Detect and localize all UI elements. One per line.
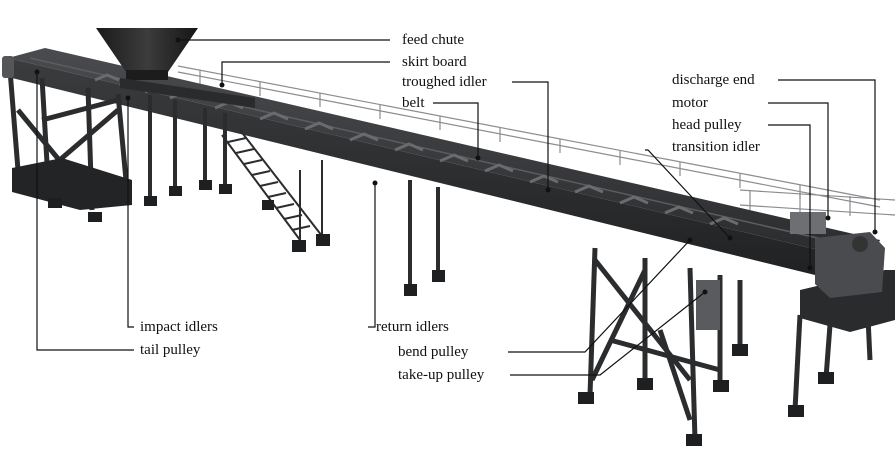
leader-lines <box>36 39 876 376</box>
label-skirt-board: skirt board <box>402 54 467 70</box>
troughed-idlers <box>169 90 739 226</box>
label-take-up-pulley: take-up pulley <box>398 367 485 383</box>
leader-belt <box>433 102 479 158</box>
leader-troughed-idler <box>512 81 549 190</box>
label-belt: belt <box>402 95 425 111</box>
tail-footings <box>48 198 102 222</box>
take-up-footings <box>578 344 748 446</box>
tail-base-block <box>12 158 132 210</box>
support-legs <box>148 95 440 288</box>
leader-discharge-end <box>778 79 876 232</box>
stairway <box>221 129 323 241</box>
far-handrail <box>177 65 881 208</box>
leader-impact-idlers <box>127 98 134 328</box>
head-platform-rail <box>739 189 895 216</box>
leader-tail-pulley <box>36 72 134 351</box>
label-return-idlers: return idlers <box>376 319 449 335</box>
head-footings <box>788 372 834 417</box>
leader-motor <box>768 102 829 218</box>
head-pulley <box>852 236 868 252</box>
label-tail-pulley: tail pulley <box>140 342 201 358</box>
leg-footings <box>144 180 445 296</box>
leader-bend-pulley <box>508 239 691 353</box>
chute-spout <box>126 70 168 80</box>
leader-transition-idler <box>645 149 731 239</box>
head-pulley-housing <box>815 232 885 298</box>
label-bend-pulley: bend pulley <box>398 344 469 360</box>
head-legs <box>792 314 873 411</box>
label-feed-chute: feed chute <box>402 32 465 48</box>
skirt-board <box>120 78 255 108</box>
label-discharge-end: discharge end <box>672 72 755 88</box>
motor <box>790 212 826 234</box>
leader-return-idlers <box>368 183 376 328</box>
leader-dots <box>34 37 878 295</box>
label-motor: motor <box>672 95 708 111</box>
label-impact-idlers: impact idlers <box>140 319 218 335</box>
leader-take-up-pulley <box>510 291 706 376</box>
feed-chute <box>96 28 198 72</box>
label-troughed-idler: troughed idler <box>402 74 487 90</box>
take-up-tower <box>587 247 743 441</box>
label-transition-idler: transition idler <box>672 139 760 155</box>
leader-skirt-board <box>221 61 390 85</box>
label-head-pulley: head pulley <box>672 117 742 133</box>
tail-pulley <box>2 56 14 78</box>
leader-head-pulley <box>768 124 811 268</box>
take-up-housing <box>696 280 720 330</box>
stair-footings <box>262 200 330 252</box>
